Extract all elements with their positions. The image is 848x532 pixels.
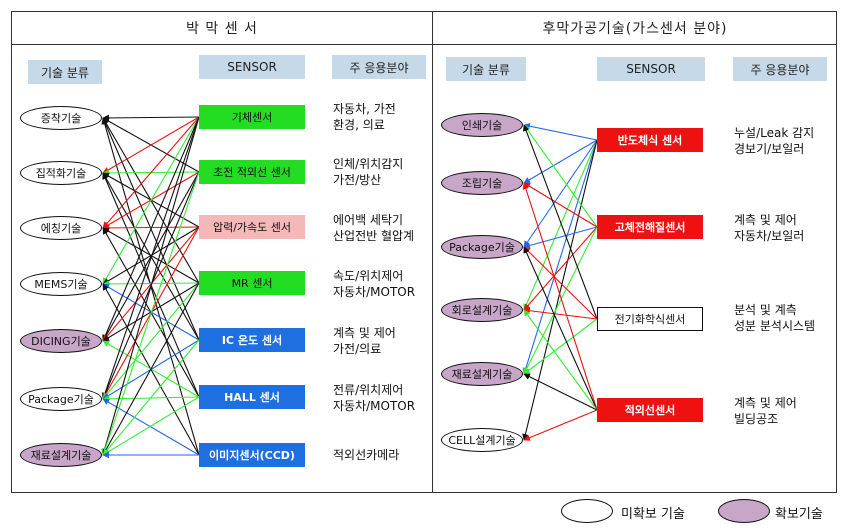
left-app-2: 에어백 세탁기 산업전반 혈압계: [333, 213, 415, 243]
right-link-1: [523, 139, 598, 184]
left-app-3: 속도/위치제어 자동차/MOTOR: [333, 269, 416, 299]
right-link-7: [523, 182, 598, 228]
right-link-9: [523, 226, 598, 311]
right-link-8: [523, 226, 598, 249]
left-col-tech-header: 기술 분류: [28, 60, 102, 84]
left-link-36: [102, 396, 200, 456]
left-sensor-0: 기체센서: [199, 105, 305, 129]
left-link-15: [102, 116, 200, 285]
right-tech-3: 회로설계기술: [441, 298, 523, 322]
left-tech-1: 집적화기술: [20, 161, 102, 185]
left-col-sensor-header: SENSOR: [199, 55, 305, 79]
right-link-4: [522, 139, 598, 375]
right-col-app-header: 주 응용분야: [733, 57, 827, 81]
right-tech-5: CELL설계기술: [441, 428, 523, 452]
left-link-35: [102, 339, 200, 456]
right-link-14: [523, 318, 598, 375]
legend-secured-swatch: [718, 499, 770, 523]
right-col-sensor-header: SENSOR: [597, 57, 705, 81]
left-link-5: [102, 116, 200, 174]
right-sensor-0: 반도체식 센서: [597, 128, 703, 152]
right-link-0: [523, 122, 598, 141]
right-col-tech-header: 기술 분류: [446, 57, 526, 81]
left-sensor-4: IC 온도 센서: [199, 328, 305, 352]
right-link-5: [522, 139, 598, 441]
left-tech-0: 증착기술: [20, 106, 102, 130]
right-link-2: [523, 139, 598, 248]
right-link-11: [523, 124, 598, 320]
right-link-18: [523, 373, 598, 411]
left-sensor-5: HALL 센서: [199, 385, 305, 409]
left-link-25: [101, 116, 200, 400]
left-link-32: [101, 116, 200, 456]
left-app-4: 계측 및 제어 가전/의료: [333, 326, 396, 356]
left-tech-4: DICING기술: [20, 329, 102, 353]
left-link-0: [102, 114, 200, 122]
left-link-20: [102, 116, 200, 342]
right-sensor-1: 고체전해질센서: [597, 215, 703, 239]
right-link-15: [522, 182, 598, 411]
right-app-2: 분석 및 계측 성분 분석시스템: [734, 303, 816, 333]
right-app-1: 계측 및 제어 자동차/보일러: [734, 213, 805, 243]
right-link-6: [523, 124, 598, 228]
right-app-3: 계측 및 제어 빌딩공조: [734, 396, 797, 426]
left-app-6: 적외선카메라: [333, 448, 400, 462]
right-tech-0: 인쇄기술: [441, 113, 523, 137]
right-tech-2: Package기술: [441, 235, 523, 259]
right-link-10: [523, 226, 598, 375]
panel-divider: [432, 11, 433, 493]
left-tech-2: 에칭기술: [20, 216, 102, 240]
left-link-33: [101, 171, 200, 456]
right-app-0: 누설/Leak 감지 경보기/보일러: [734, 126, 815, 156]
left-link-34: [102, 282, 200, 456]
left-app-1: 인체/위치감지 가전/방산: [333, 157, 404, 187]
diagram-frame: [11, 11, 837, 493]
left-sensor-3: MR 센서: [199, 271, 305, 295]
left-app-5: 전류/위치제어 자동차/MOTOR: [333, 383, 416, 413]
right-sensor-3: 적외선센서: [597, 398, 703, 422]
right-panel-title: 후막가공기술(가스센서 분야): [433, 11, 837, 45]
right-tech-4: 재료설계기술: [441, 362, 523, 386]
left-app-0: 자동차, 가전 환경, 의료: [333, 102, 396, 132]
left-sensor-2: 압력/가속도 센서: [199, 215, 305, 239]
left-link-28: [102, 282, 200, 400]
left-sensor-1: 초전 적외선 센서: [199, 160, 305, 184]
left-tech-6: 재료설계기술: [20, 443, 102, 467]
left-link-10: [102, 116, 200, 229]
left-tech-5: Package기술: [20, 387, 102, 411]
right-link-3: [523, 139, 598, 311]
right-link-13: [523, 307, 598, 320]
left-link-12: [102, 224, 200, 232]
legend-secured-label: 확보기술: [775, 507, 823, 522]
left-tech-3: MEMS기술: [20, 272, 102, 296]
legend-unsecured-swatch: [561, 499, 613, 523]
left-col-app-header: 주 응용분야: [332, 55, 426, 79]
right-link-19: [523, 409, 598, 441]
left-sensor-6: 이미지센서(CCD): [199, 443, 305, 467]
right-link-12: [523, 246, 598, 320]
right-link-17: [523, 309, 598, 411]
right-tech-1: 조립기술: [441, 171, 523, 195]
left-panel-title: 박 막 센 서: [11, 11, 433, 45]
right-link-16: [523, 246, 598, 411]
legend-unsecured-label: 미확보 기술: [621, 507, 685, 522]
right-sensor-2: 전기화학식센서: [597, 307, 703, 331]
